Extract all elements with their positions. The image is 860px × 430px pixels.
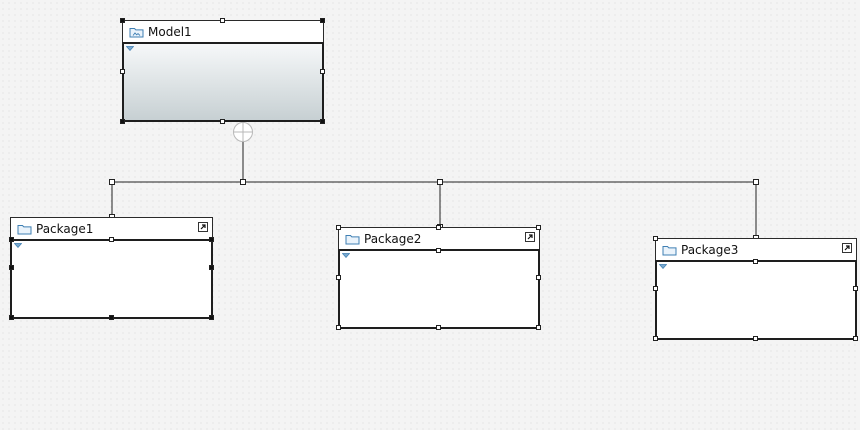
connector-handle[interactable] xyxy=(437,179,443,185)
model-node-label: Model1 xyxy=(148,24,192,39)
resize-handle[interactable] xyxy=(120,69,125,74)
package-folder-icon xyxy=(345,234,360,244)
connector-handle[interactable] xyxy=(240,179,246,185)
model-node-body[interactable] xyxy=(122,42,324,122)
package-node-label: Package1 xyxy=(36,221,94,236)
collapse-triangle-icon[interactable] xyxy=(342,253,350,258)
resize-handle[interactable] xyxy=(320,18,325,23)
package-node-label: Package3 xyxy=(681,242,739,257)
resize-handle[interactable] xyxy=(9,315,14,320)
resize-handle[interactable] xyxy=(9,237,14,242)
resize-handle[interactable] xyxy=(209,315,214,320)
collapse-triangle-icon[interactable] xyxy=(126,46,134,51)
resize-handle[interactable] xyxy=(436,225,441,230)
collapse-triangle-icon[interactable] xyxy=(659,264,667,269)
package-node-body[interactable] xyxy=(10,239,213,319)
package-node-body[interactable] xyxy=(655,260,857,340)
package-folder-icon xyxy=(662,245,677,255)
resize-handle[interactable] xyxy=(653,286,658,291)
resize-handle[interactable] xyxy=(853,336,858,341)
resize-handle[interactable] xyxy=(109,315,114,320)
package-folder-icon xyxy=(17,224,32,234)
model-node-tab-strip xyxy=(195,20,324,42)
resize-handle[interactable] xyxy=(209,265,214,270)
resize-handle[interactable] xyxy=(436,248,441,253)
package-node-tab-strip xyxy=(98,217,213,239)
resize-handle[interactable] xyxy=(753,336,758,341)
model-folder-icon xyxy=(129,27,144,37)
shortcut-arrow-icon xyxy=(842,243,852,253)
connector-handle[interactable] xyxy=(109,179,115,185)
resize-handle[interactable] xyxy=(336,325,341,330)
resize-handle[interactable] xyxy=(320,119,325,124)
collapse-triangle-icon[interactable] xyxy=(14,243,22,248)
resize-handle[interactable] xyxy=(220,18,225,23)
package-node-2[interactable]: Package2 xyxy=(336,225,541,330)
resize-handle[interactable] xyxy=(320,69,325,74)
package-node-tab: Package1 xyxy=(10,217,99,239)
model-node-tab: Model1 xyxy=(122,20,196,42)
resize-handle[interactable] xyxy=(436,325,441,330)
shortcut-arrow-icon xyxy=(525,232,535,242)
resize-handle[interactable] xyxy=(536,325,541,330)
connector-handle[interactable] xyxy=(753,179,759,185)
package-node-tab-strip xyxy=(426,227,540,249)
resize-handle[interactable] xyxy=(336,275,341,280)
package-node-1[interactable]: Package1 xyxy=(9,217,214,320)
containment-anchor-icon xyxy=(233,122,253,142)
resize-handle[interactable] xyxy=(336,225,341,230)
package-node-body[interactable] xyxy=(338,249,540,329)
resize-handle[interactable] xyxy=(120,18,125,23)
resize-handle[interactable] xyxy=(220,119,225,124)
model-node-root[interactable]: Model1 xyxy=(120,18,325,124)
resize-handle[interactable] xyxy=(120,119,125,124)
resize-handle[interactable] xyxy=(9,265,14,270)
resize-handle[interactable] xyxy=(653,336,658,341)
package-node-tab: Package3 xyxy=(655,238,744,260)
resize-handle[interactable] xyxy=(536,275,541,280)
package-node-tab-strip xyxy=(743,238,857,260)
resize-handle[interactable] xyxy=(109,237,114,242)
package-node-label: Package2 xyxy=(364,231,422,246)
package-node-tab: Package2 xyxy=(338,227,427,249)
package-node-3[interactable]: Package3 xyxy=(653,236,858,341)
resize-handle[interactable] xyxy=(853,286,858,291)
resize-handle[interactable] xyxy=(653,236,658,241)
resize-handle[interactable] xyxy=(209,237,214,242)
shortcut-arrow-icon xyxy=(198,222,208,232)
resize-handle[interactable] xyxy=(753,259,758,264)
resize-handle[interactable] xyxy=(536,225,541,230)
